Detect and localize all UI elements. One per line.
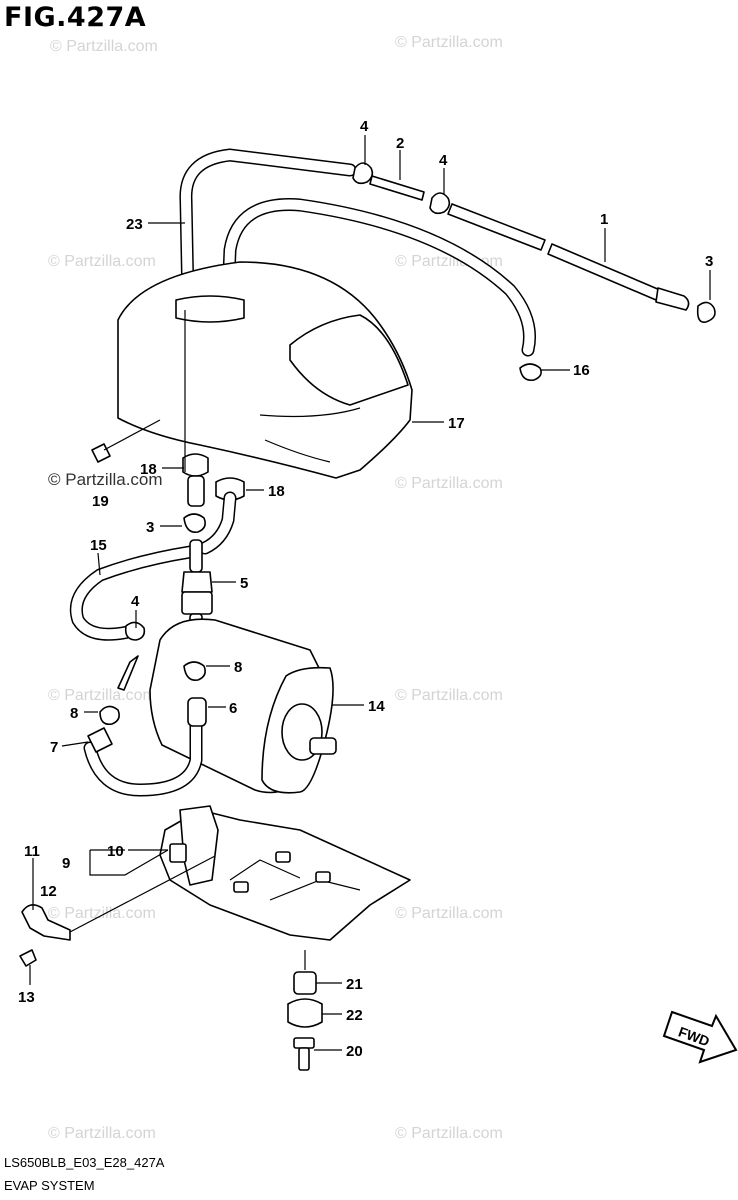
callout-1: 1 (600, 211, 608, 228)
callout-8: 8 (234, 659, 242, 676)
diagram-name: EVAP SYSTEM (4, 1178, 95, 1193)
leader-lines (29, 135, 711, 1051)
hose-15 (69, 545, 197, 641)
hose-6 (83, 697, 207, 797)
bolt-20 (293, 1037, 315, 1071)
hose-23 (179, 148, 537, 357)
callout-18: 18 (140, 461, 157, 478)
callout-12: 12 (40, 883, 57, 900)
watermark: © Partzilla.com (48, 905, 156, 922)
watermark: © Partzilla.com (395, 687, 503, 704)
screw-13 (19, 949, 37, 967)
collar-21 (293, 971, 317, 995)
fwd-arrow: FWD (662, 1010, 738, 1064)
watermark: © Partzilla.com (50, 38, 158, 55)
callout-23: 23 (126, 216, 143, 233)
callout-4: 4 (360, 118, 369, 135)
grommet-22 (287, 998, 323, 1028)
callout-3: 3 (705, 253, 713, 270)
cushion-10 (169, 843, 187, 863)
diagram-code: LS650BLB_E03_E28_427A (4, 1155, 165, 1170)
callout-17: 17 (448, 415, 465, 432)
callout-20: 20 (346, 1043, 363, 1060)
callout-5: 5 (240, 575, 248, 592)
watermark: © Partzilla.com (395, 475, 503, 492)
callout-19: 19 (92, 493, 109, 510)
figure-title: FIG.427A (4, 2, 147, 33)
pipe-left (187, 475, 205, 507)
hose-1 (447, 203, 690, 311)
clamp-3-lower (183, 513, 206, 534)
callout-8: 8 (70, 705, 78, 722)
watermark: © Partzilla.com (395, 905, 503, 922)
callout-3: 3 (146, 519, 154, 536)
hose-7 (87, 727, 113, 753)
watermark: © Partzilla.com (48, 470, 163, 489)
clamp-16 (519, 363, 542, 382)
callout-10: 10 (107, 843, 124, 860)
watermark: © Partzilla.com (395, 1125, 503, 1142)
callout-6: 6 (229, 700, 237, 717)
callout-21: 21 (346, 976, 363, 993)
canister-17 (117, 261, 413, 479)
watermark: © Partzilla.com (48, 253, 156, 270)
callout-4: 4 (131, 593, 140, 610)
bolt-19 (91, 419, 161, 463)
callout-14: 14 (368, 698, 385, 715)
watermark: © Partzilla.com (395, 34, 503, 51)
bracket-9 (159, 805, 411, 941)
canister-14 (117, 618, 337, 794)
callout-15: 15 (90, 537, 107, 554)
callout-11: 11 (24, 843, 40, 860)
callout-4: 4 (439, 152, 448, 169)
callouts: 1 2 3 4 4 16 17 23 18 18 19 3 15 5 4 8 8… (18, 118, 713, 1060)
callout-22: 22 (346, 1007, 363, 1024)
grommet-18-right (215, 477, 245, 501)
clamp-4-upper (352, 162, 451, 215)
watermark: © Partzilla.com (48, 687, 156, 704)
callout-13: 13 (18, 989, 35, 1006)
clamp-3-right (696, 301, 716, 323)
clamp-8-upper (183, 661, 206, 682)
clamp-4-mid (124, 621, 146, 641)
callout-16: 16 (573, 362, 590, 379)
clamp-12 (21, 904, 71, 941)
callout-18: 18 (268, 483, 285, 500)
callout-9: 9 (62, 855, 70, 872)
callout-2: 2 (396, 135, 404, 152)
watermark: © Partzilla.com (48, 1125, 156, 1142)
pipe-2 (369, 175, 425, 201)
callout-7: 7 (50, 739, 58, 756)
grommet-18-left (182, 453, 209, 477)
clamp-8-left (99, 705, 120, 726)
